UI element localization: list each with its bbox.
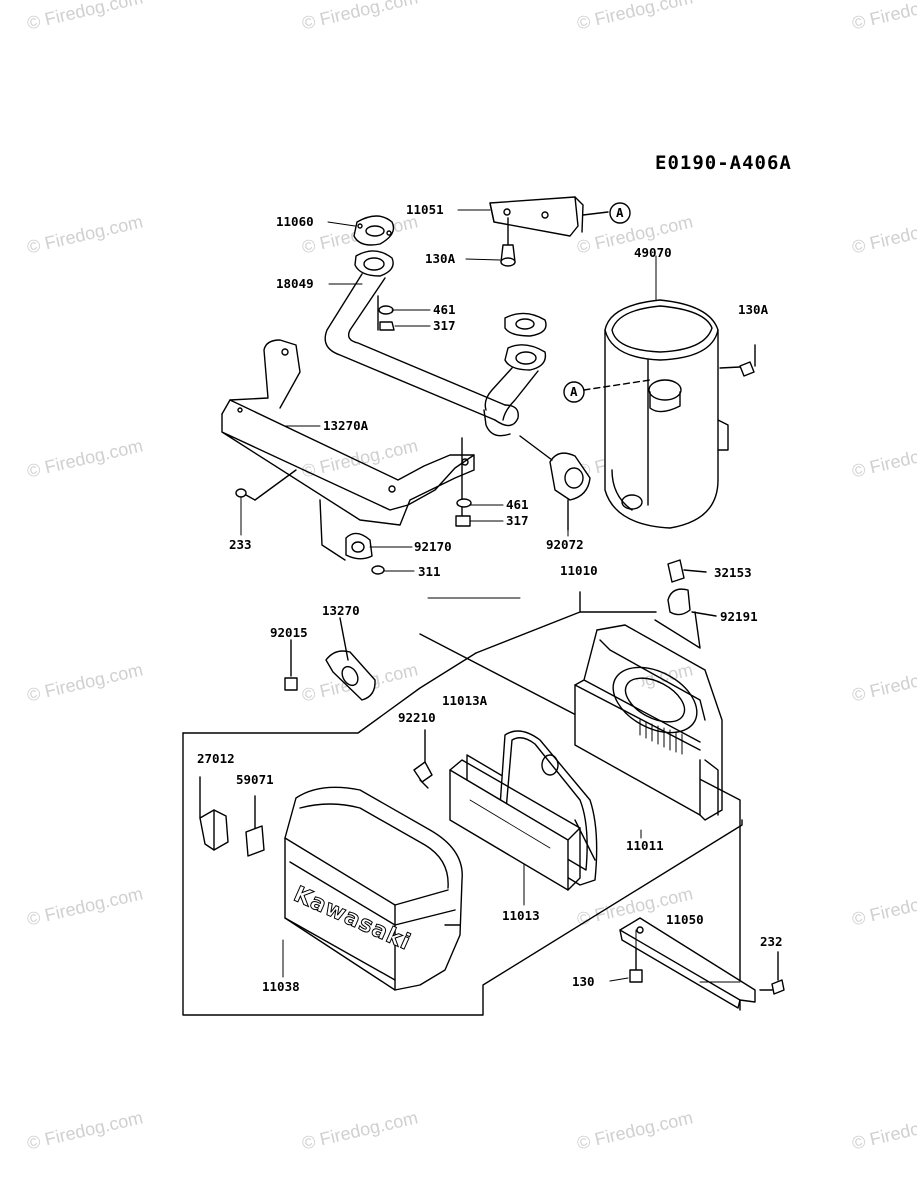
exhaust-pipe-18049 <box>324 250 547 437</box>
callout-a-top: A <box>616 205 624 220</box>
part-label-11013a[interactable]: 11013A <box>442 693 488 708</box>
part-label-317-top[interactable]: 317 <box>433 318 456 333</box>
part-label-461-top[interactable]: 461 <box>433 302 456 317</box>
part-label-11011[interactable]: 11011 <box>626 838 664 853</box>
bracket-13270A <box>221 339 475 526</box>
nut-pair-upper <box>377 295 395 331</box>
bracket-11051 <box>489 196 584 237</box>
part-label-11010[interactable]: 11010 <box>560 563 598 578</box>
part-label-92210[interactable]: 92210 <box>398 710 436 725</box>
bolt-233 <box>235 469 297 501</box>
part-label-11050[interactable]: 11050 <box>666 912 704 927</box>
gasket-13270 <box>325 617 376 701</box>
clip-59071 <box>245 795 265 857</box>
part-label-11013[interactable]: 11013 <box>502 908 540 923</box>
part-label-232[interactable]: 232 <box>760 934 783 949</box>
part-label-233[interactable]: 233 <box>229 537 252 552</box>
fitting-32153 <box>667 559 707 583</box>
part-label-11060[interactable]: 11060 <box>276 214 314 229</box>
part-label-49070[interactable]: 49070 <box>634 245 672 260</box>
part-label-311[interactable]: 311 <box>418 564 441 579</box>
diagram-code: E0190-A406A <box>655 152 792 174</box>
nut-92015 <box>284 639 298 691</box>
part-label-130[interactable]: 130 <box>572 974 595 989</box>
bolt-130A-right <box>719 344 756 377</box>
part-label-92072[interactable]: 92072 <box>546 537 584 552</box>
part-label-92015[interactable]: 92015 <box>270 625 308 640</box>
part-label-92170[interactable]: 92170 <box>414 539 452 554</box>
bolt-232 <box>759 951 785 995</box>
bolt-130A <box>500 217 516 267</box>
bracket-11050 <box>619 917 756 1009</box>
air-filter-11013 <box>449 759 581 891</box>
clip-92210 <box>413 729 433 789</box>
callout-a-muffler: A <box>570 384 578 399</box>
part-label-59071[interactable]: 59071 <box>236 772 274 787</box>
part-label-13270a[interactable]: 13270A <box>323 418 369 433</box>
part-label-11051[interactable]: 11051 <box>406 202 444 217</box>
part-label-32153[interactable]: 32153 <box>714 565 752 580</box>
clip-27012 <box>199 776 229 851</box>
fitting-92191 <box>667 588 717 617</box>
part-label-461-mid[interactable]: 461 <box>506 497 529 512</box>
clamp-92170 <box>319 499 373 561</box>
part-label-317-mid[interactable]: 317 <box>506 513 529 528</box>
gasket-right <box>504 312 547 337</box>
nut-pair-lower <box>455 437 472 527</box>
bolt-130 <box>629 947 643 983</box>
muffler-49070 <box>604 299 729 529</box>
part-label-18049[interactable]: 18049 <box>276 276 314 291</box>
clamp-92072 <box>519 435 591 531</box>
part-label-92191[interactable]: 92191 <box>720 609 758 624</box>
part-label-11038[interactable]: 11038 <box>262 979 300 994</box>
part-label-13270[interactable]: 13270 <box>322 603 360 618</box>
gasket-11060 <box>353 215 395 246</box>
part-label-27012[interactable]: 27012 <box>197 751 235 766</box>
part-label-130a-right[interactable]: 130A <box>738 302 769 317</box>
air-cleaner-cover-11038 <box>284 786 463 991</box>
air-cleaner-base-11011 <box>574 624 723 821</box>
part-label-130a-top[interactable]: 130A <box>425 251 456 266</box>
